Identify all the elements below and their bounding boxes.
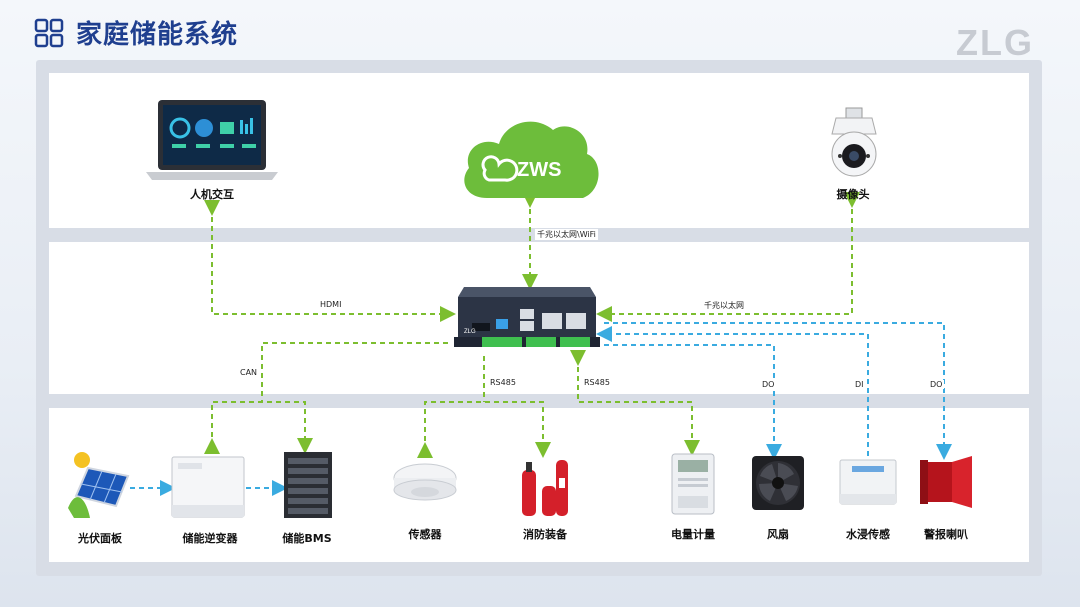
node-label-pv: 光伏面板 [78, 532, 122, 545]
node-label-hmi: 人机交互 [190, 188, 234, 201]
camera-icon [831, 107, 877, 177]
edge-label-hdmi: HDMI [318, 300, 344, 309]
svg-text:ZLG: ZLG [464, 329, 476, 335]
node-label-water: 水浸传感 [846, 528, 890, 541]
gateway-device-icon: ZLG [454, 287, 600, 347]
link-fan-do [604, 344, 782, 460]
link-can-branch [204, 401, 313, 454]
node-label-bms: 储能BMS [282, 532, 332, 545]
water-sensor-icon [839, 459, 897, 505]
alarm-horn-icon [920, 456, 972, 508]
fan-icon [752, 456, 804, 510]
page-title: 家庭储能系统 [76, 20, 239, 50]
node-label-fire: 消防装备 [523, 528, 567, 541]
edge-label-can: CAN [238, 368, 260, 377]
edge-label-rs485-left: RS485 [488, 378, 518, 387]
power-meter-icon [671, 453, 715, 515]
grid-icon [34, 18, 64, 47]
inverter-icon [171, 456, 245, 518]
cloud-label: ZWS [517, 159, 561, 181]
cloud-icon: ZWS [464, 121, 599, 198]
link-can-bus [261, 342, 448, 402]
edge-label-water-di: DI [853, 380, 866, 389]
edge-label-cloud-link: 千兆以太网\WiFi [535, 229, 598, 240]
node-label-meter: 电量计量 [671, 528, 715, 541]
edge-label-fan-do: DO [760, 380, 777, 389]
node-label-camera: 摄像头 [836, 188, 870, 201]
edge-label-camera-link: 千兆以太网 [702, 300, 746, 311]
solar-panel-icon [68, 452, 130, 518]
link-hmi-gateway [204, 200, 456, 322]
smoke-sensor-icon [393, 463, 457, 501]
brand-logo: ZLG [956, 22, 1034, 63]
edge-label-rs485-right: RS485 [582, 378, 612, 387]
header: 家庭储能系统 [34, 14, 238, 51]
node-label-fan: 风扇 [767, 528, 789, 541]
node-label-sensor: 传感器 [408, 528, 442, 541]
link-rs485-left-branch [417, 401, 551, 458]
link-alarm-do [604, 322, 952, 460]
laptop-icon [146, 100, 278, 180]
link-rs485-right [570, 350, 700, 456]
link-camera-gateway [596, 192, 860, 322]
link-water-di [596, 326, 869, 456]
fire-extinguisher-icon [522, 460, 568, 516]
node-label-inverter: 储能逆变器 [182, 532, 238, 545]
edge-label-alarm-do: DO [928, 380, 945, 389]
bms-rack-icon [284, 452, 332, 518]
node-label-alarm: 警报喇叭 [924, 528, 968, 541]
